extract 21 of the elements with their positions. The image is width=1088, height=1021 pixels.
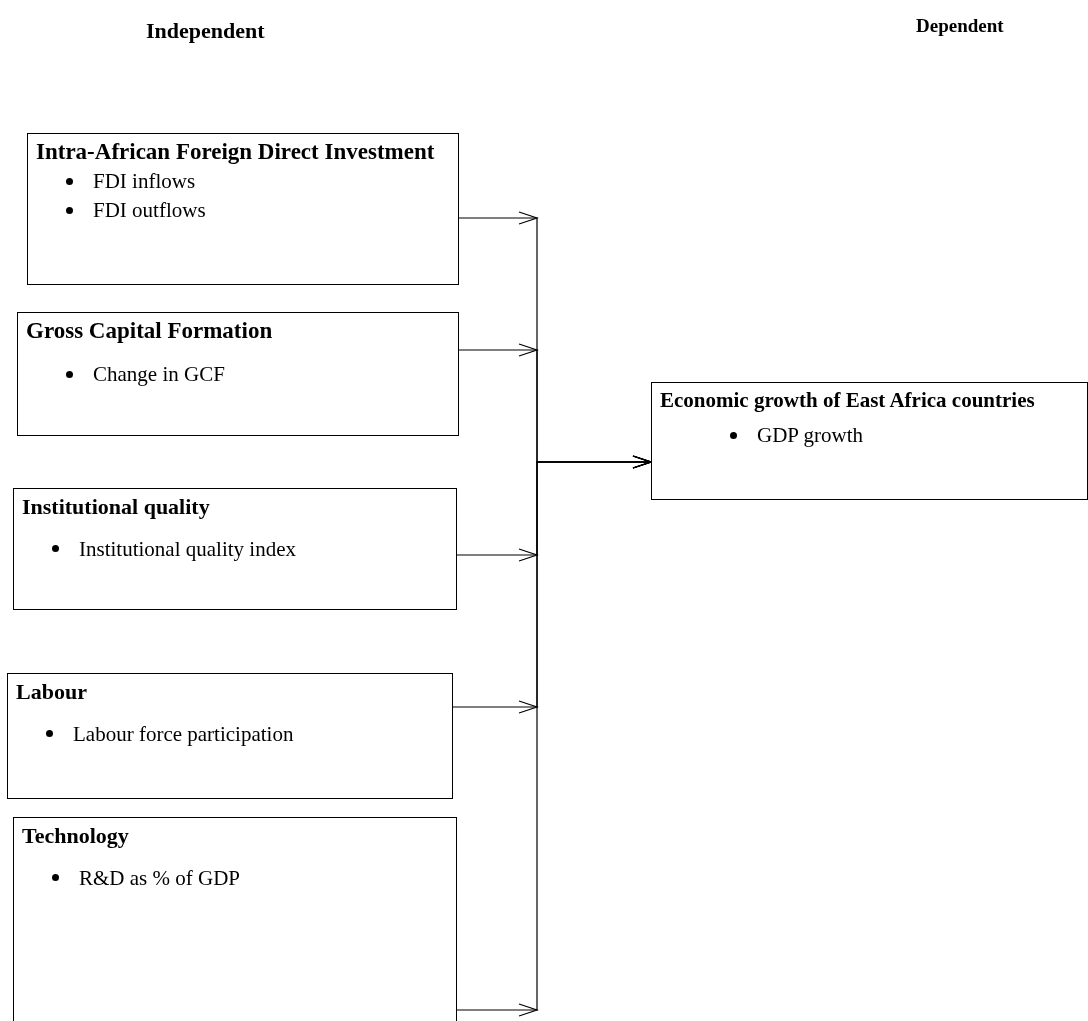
box-heading: Economic growth of East Africa countries xyxy=(660,387,1036,414)
indicator-text: Institutional quality index xyxy=(79,535,296,563)
variable-box xyxy=(651,382,1088,500)
indicator-text: Labour force participation xyxy=(73,720,294,748)
variable-box xyxy=(7,673,453,799)
indicator-text: FDI inflows xyxy=(93,167,196,195)
variable-box xyxy=(17,312,459,436)
indicator-text: GDP growth xyxy=(757,422,863,450)
variable-box xyxy=(13,817,457,1021)
variable-box xyxy=(27,133,459,285)
box-heading: Technology xyxy=(22,822,130,850)
box-heading: Labour xyxy=(16,678,88,706)
indicator-text: FDI outflows xyxy=(93,196,206,224)
variable-box xyxy=(13,488,457,610)
indicator-text: Change in GCF xyxy=(93,360,225,388)
box-heading: Institutional quality xyxy=(22,493,211,521)
indicator-text: R&D as % of GDP xyxy=(79,864,240,892)
column-heading: Dependent xyxy=(916,14,1004,38)
box-heading: Gross Capital Formation xyxy=(26,317,274,345)
box-heading: Intra-African Foreign Direct Investment xyxy=(36,138,436,166)
column-heading: Independent xyxy=(146,17,265,45)
